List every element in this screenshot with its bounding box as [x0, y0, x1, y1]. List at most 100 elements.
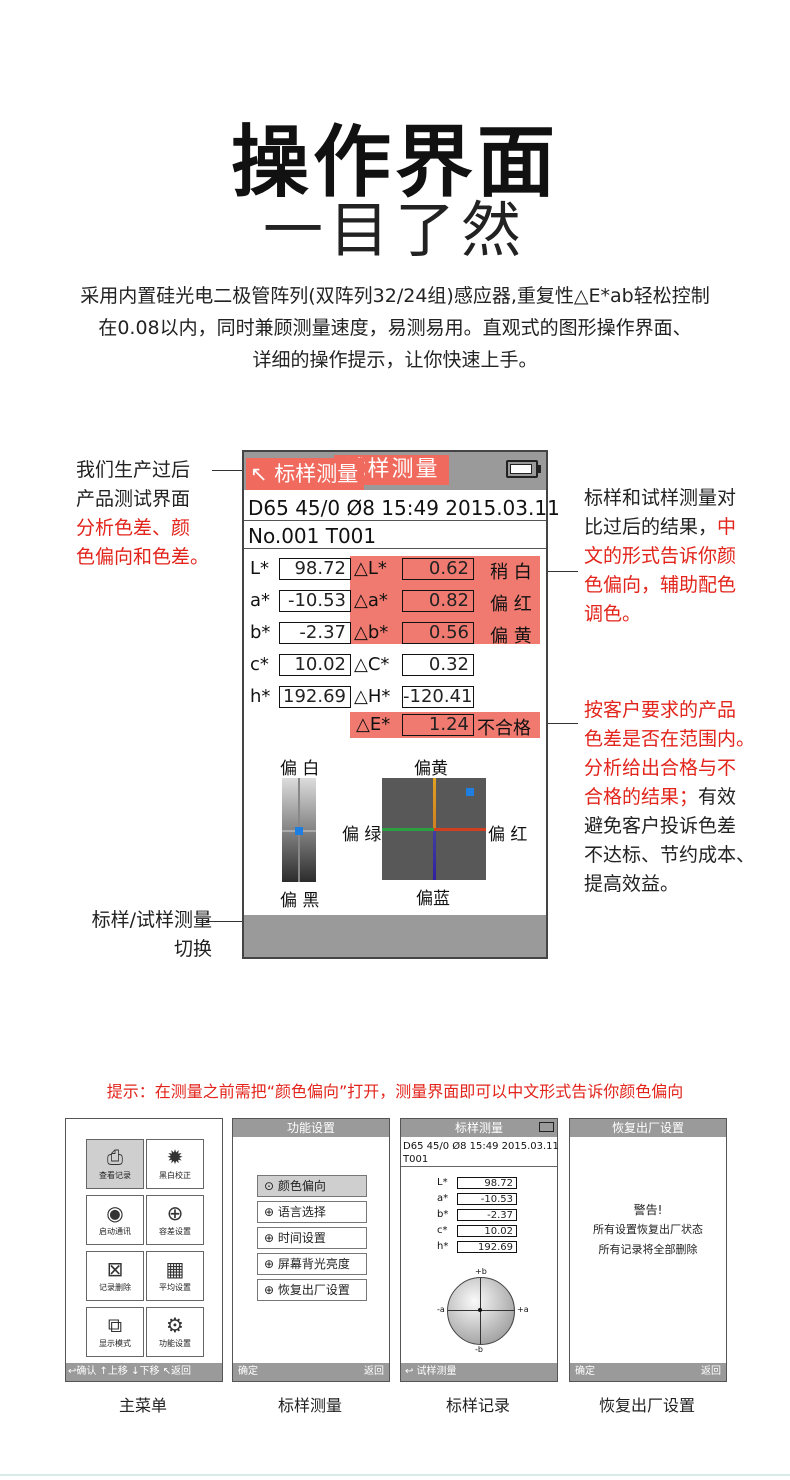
menu-tile-calibrate[interactable]: ✹黑白校正: [146, 1139, 204, 1189]
callout-text: 有效: [698, 786, 737, 808]
device-record: No.001 T001: [248, 524, 377, 548]
param-value: 98.72: [279, 558, 351, 580]
callout-line: 我们生产过后: [76, 459, 191, 481]
main-menu-screen: ⎙ 查看记录 ✹黑白校正 ◉启动通讯 ⊕容差设置 ⊠ 记录删除 ▦ 平均设置 ⧉显示模…: [65, 1118, 223, 1382]
gauge-white-label: 偏 白: [280, 759, 320, 779]
callout-line: 产品测试界面: [76, 488, 191, 510]
record-view-icon: ⎙: [107, 1145, 123, 1169]
delta-e-result: 不合格: [477, 718, 531, 739]
color-circle: [447, 1277, 515, 1345]
callout-connector: [206, 921, 256, 922]
tile-label: 功能设置: [159, 1339, 191, 1348]
device-bottom-bar: [244, 915, 546, 957]
menu-item-label: 时间设置: [277, 1231, 326, 1245]
callout-line: 色偏向，辅助配色: [584, 574, 737, 596]
menu-item-factory-reset[interactable]: ⊕ 恢复出厂设置: [257, 1279, 367, 1301]
warning-title: 警告!: [633, 1203, 663, 1217]
param-label: b*: [250, 622, 271, 643]
menu-item-color-deviation[interactable]: ⊙ 颜色偏向: [257, 1175, 367, 1197]
axis-plus-b: +b: [475, 1267, 487, 1276]
delete-record-icon: ⊠: [106, 1257, 124, 1281]
divider: [401, 1166, 557, 1167]
menu-tile-tolerance[interactable]: ⊕容差设置: [146, 1195, 204, 1245]
std-param-value: -10.53: [457, 1193, 517, 1205]
back-button[interactable]: 返回: [701, 1366, 721, 1377]
tile-label: 记录删除: [99, 1283, 131, 1292]
caption-main-menu: 主菜单: [118, 1396, 167, 1415]
deviation-note: 稍 白: [490, 562, 532, 583]
intro-line: 采用内置硅光电二极管阵列(双阵列32/24组)感应器,重复性△E*ab轻松控制: [80, 285, 710, 307]
callout-line: 比过后的结果，中: [584, 513, 784, 542]
delta-label: △L*: [354, 558, 387, 579]
caption-standard-record: 标样记录: [445, 1396, 510, 1415]
menu-tile-display[interactable]: ⧉显示模式: [86, 1307, 144, 1357]
callout-line: 色差是否在范围内。: [584, 728, 756, 750]
std-record: T001: [403, 1154, 429, 1165]
delta-label: △a*: [354, 590, 388, 611]
menu-item-backlight[interactable]: ⊕ 屏幕背光亮度: [257, 1253, 367, 1275]
battery-icon: [506, 460, 541, 478]
param-label: h*: [250, 686, 271, 707]
screen-title: 恢复出厂设置: [570, 1119, 726, 1137]
callout-line: 分析给出合格与不: [584, 757, 737, 779]
warning-line: 所有记录将全部删除: [598, 1243, 698, 1256]
axis-plus-a: +a: [517, 1305, 529, 1314]
page-subtitle: 一目了然: [263, 196, 527, 266]
divider: [244, 548, 546, 549]
menu-tile-records[interactable]: ⎙ 查看记录: [86, 1139, 144, 1189]
menu-item-language[interactable]: ⊕ 语言选择: [257, 1201, 367, 1223]
std-param-label: a*: [437, 1193, 449, 1204]
standard-measure-button[interactable]: ↖ 标样测量: [246, 458, 364, 490]
divider: [244, 520, 546, 521]
menu-bottom-bar: ↩确认 ↑上移 ↓下移 ↖返回: [66, 1363, 222, 1381]
back-button[interactable]: 返回: [364, 1366, 384, 1377]
param-label: a*: [250, 590, 271, 611]
std-param-label: c*: [437, 1225, 448, 1236]
callout-line: 按客户要求的产品: [584, 699, 737, 721]
callout-line: 分析色差、颜: [76, 517, 191, 539]
menu-item-time[interactable]: ⊕ 时间设置: [257, 1227, 367, 1249]
menu-tile-average[interactable]: ▦ 平均设置: [146, 1251, 204, 1301]
gauge-black-label: 偏 黑: [280, 891, 320, 911]
deviation-note: 偏 黄: [490, 626, 532, 647]
delta-label: △b*: [354, 622, 389, 643]
grid-icon: ▦: [165, 1257, 185, 1281]
param-value: -10.53: [279, 590, 351, 612]
param-label: c*: [250, 654, 269, 675]
caption-factory-reset: 恢复出厂设置: [598, 1396, 695, 1415]
callout-line: 不达标、节约成本、: [584, 844, 756, 866]
axis-minus-b: -b: [475, 1345, 483, 1354]
std-param-value: 192.69: [457, 1241, 517, 1253]
gear-icon: ⚙: [166, 1313, 184, 1337]
confirm-button[interactable]: 确定: [238, 1366, 258, 1377]
sample-measure-button[interactable]: ↩ 试样测量: [401, 1363, 557, 1381]
intro-line: 详细的操作提示，让你快速上手。: [252, 349, 538, 371]
tile-label: 启动通讯: [99, 1227, 131, 1236]
factory-reset-screen: 恢复出厂设置 警告! 所有设置恢复出厂状态 所有记录将全部删除 确定 返回: [569, 1118, 727, 1382]
bottom-bar: 确定 返回: [570, 1363, 726, 1381]
screen-title: 功能设置: [233, 1119, 389, 1137]
menu-grid: ⎙ 查看记录 ✹黑白校正 ◉启动通讯 ⊕容差设置 ⊠ 记录删除 ▦ 平均设置 ⧉显示模…: [84, 1137, 204, 1361]
lightness-gauge: [282, 778, 316, 882]
sun-icon: ✹: [166, 1145, 184, 1169]
menu-tile-delete[interactable]: ⊠ 记录删除: [86, 1251, 144, 1301]
menu-tile-settings[interactable]: ⚙ 功能设置: [146, 1307, 204, 1357]
bottom-bar: 确定 返回: [233, 1363, 389, 1381]
menu-item-label: 颜色偏向: [277, 1179, 326, 1193]
tile-label: 平均设置: [159, 1283, 191, 1292]
menu-item-label: 语言选择: [277, 1205, 326, 1219]
confirm-button[interactable]: 确定: [575, 1366, 595, 1377]
callout-line: 切换: [173, 938, 212, 960]
crosshair-icon: ⊕: [166, 1201, 184, 1225]
display-mode-icon: ⧉: [107, 1313, 123, 1337]
battery-icon: [539, 1122, 554, 1132]
intro-line: 在0.08以内，同时兼顾测量速度，易测易用。直观式的图形操作界面、: [98, 317, 692, 339]
delta-label: △H*: [354, 686, 391, 707]
callout-line: 标样和试样测量对: [584, 487, 737, 509]
param-label: L*: [250, 558, 270, 579]
menu-tile-comms[interactable]: ◉启动通讯: [86, 1195, 144, 1245]
delta-value: 0.62: [402, 558, 474, 580]
delta-value: 0.32: [402, 654, 474, 676]
tile-label: 查看记录: [99, 1171, 131, 1180]
delta-e-value: 1.24: [402, 714, 474, 736]
